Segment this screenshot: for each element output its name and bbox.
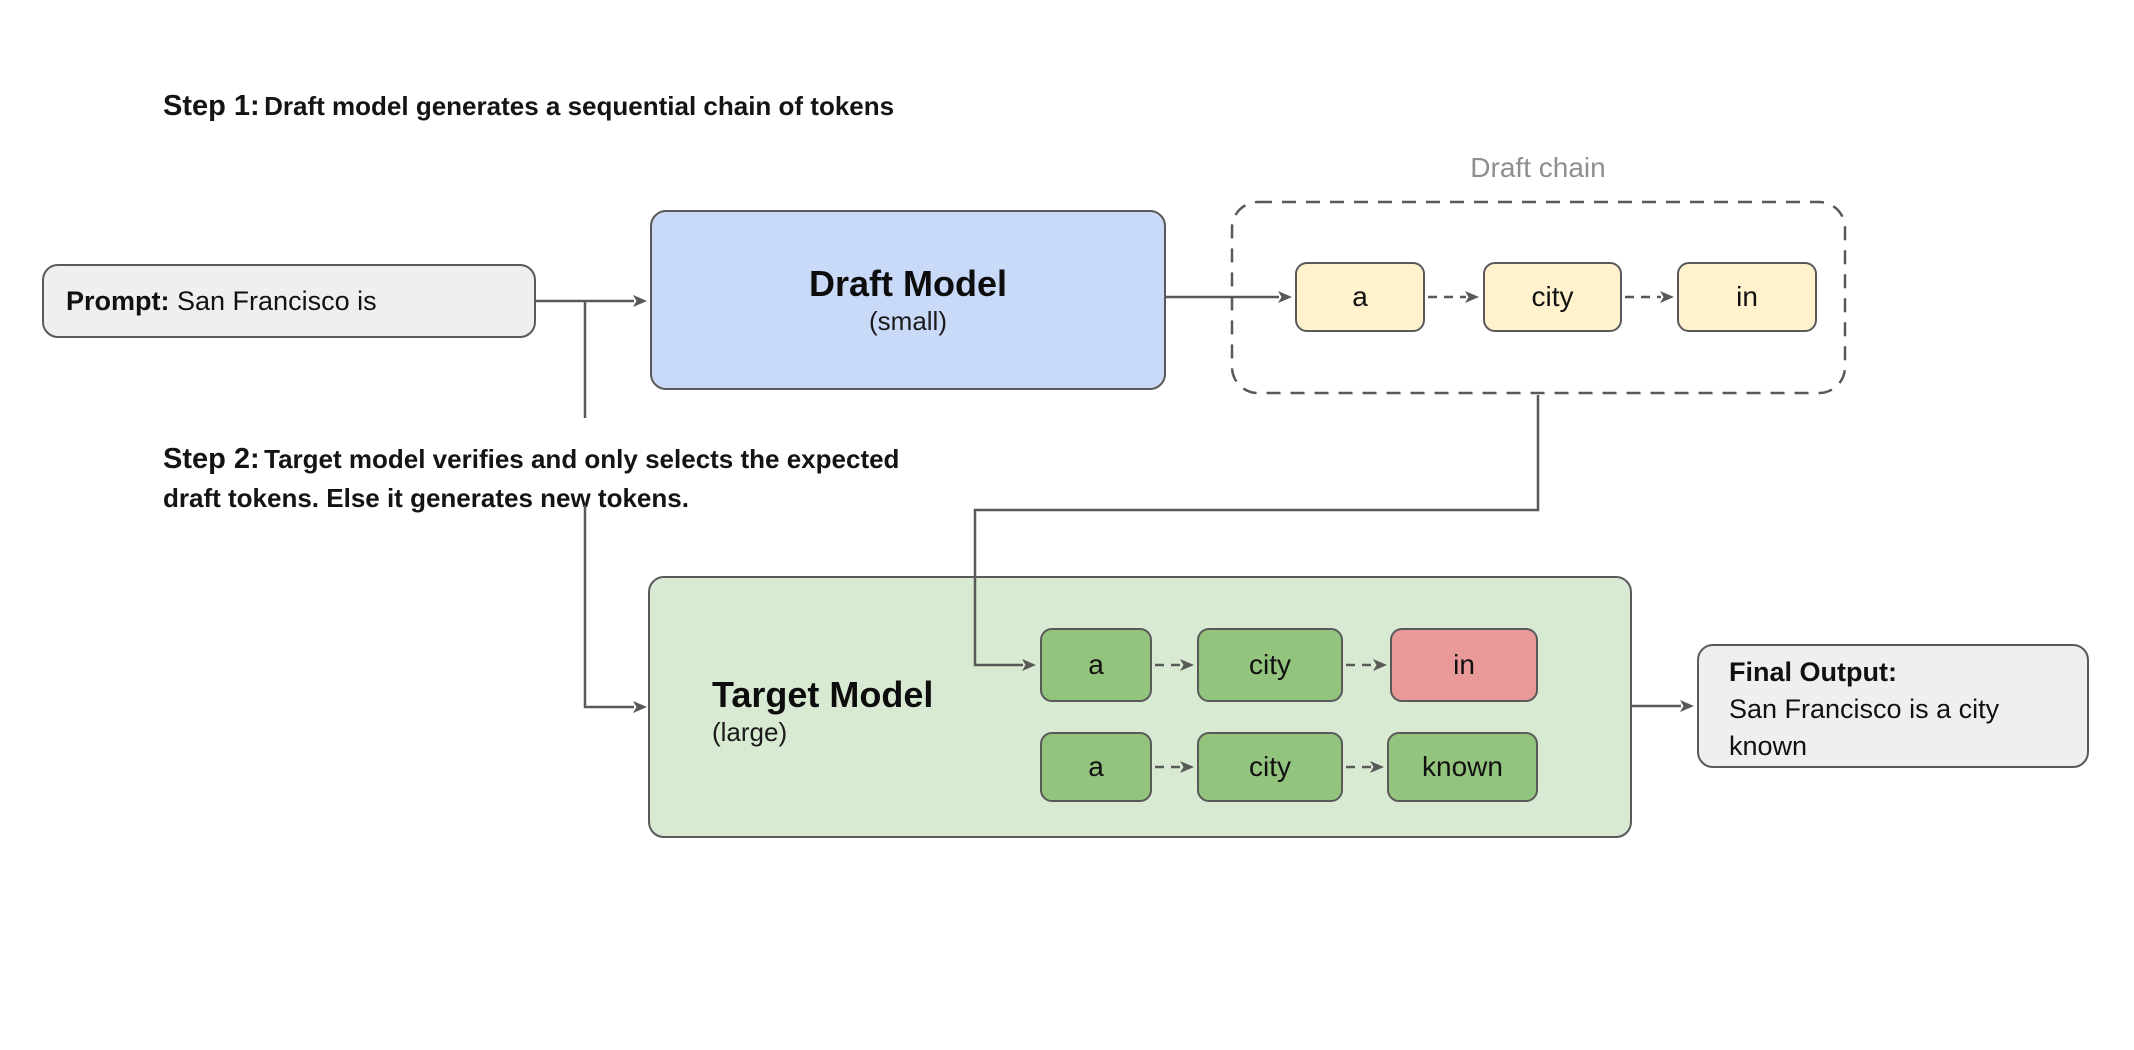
prompt-box-text: Prompt: San Francisco is xyxy=(44,286,534,317)
draft-model-subtitle: (small) xyxy=(869,306,947,336)
step1-label: Step 1: xyxy=(163,90,260,122)
step2-text-line1: Target model verifies and only selects t… xyxy=(264,444,900,474)
prompt-box: Prompt: San Francisco is xyxy=(42,264,536,338)
step2-text-line2: draft tokens. Else it generates new toke… xyxy=(163,483,689,513)
target-token-row1-a: a xyxy=(1040,628,1152,702)
draft-token-city: city xyxy=(1483,262,1622,332)
draft-model-title: Draft Model xyxy=(809,263,1007,304)
target-token-row2-a: a xyxy=(1040,732,1152,802)
prompt-label: Prompt: xyxy=(66,285,170,316)
step2-label: Step 2: xyxy=(163,443,260,475)
arrow-branch-to-target-model xyxy=(583,505,647,713)
step1-heading: Step 1: Draft model generates a sequenti… xyxy=(163,90,894,123)
draft-token-a: a xyxy=(1295,262,1425,332)
final-output-line2: known xyxy=(1729,731,1808,761)
draft-token-in: in xyxy=(1677,262,1817,332)
final-output-box: Final Output: San Francisco is a city kn… xyxy=(1697,644,2089,768)
final-output-line1: San Francisco is a city xyxy=(1729,694,2000,724)
step1-text: Draft model generates a sequential chain… xyxy=(264,91,895,121)
target-model-subtitle: (large) xyxy=(712,717,788,747)
step2-heading: Step 2: Target model verifies and only s… xyxy=(163,442,899,515)
final-output-label: Final Output: xyxy=(1729,657,1897,687)
draft-model-box: Draft Model (small) xyxy=(650,210,1166,390)
step2-line1: Step 2: Target model verifies and only s… xyxy=(163,442,899,481)
target-token-row2-known: known xyxy=(1387,732,1538,802)
target-token-row2-city: city xyxy=(1197,732,1343,802)
target-token-row1-city: city xyxy=(1197,628,1343,702)
prompt-value: San Francisco is xyxy=(177,285,377,316)
target-model-title: Target Model xyxy=(712,674,934,715)
target-model-title-block: Target Model (large) xyxy=(712,674,933,748)
draft-chain-label: Draft chain xyxy=(1470,152,1606,183)
target-token-row1-in-rejected: in xyxy=(1390,628,1538,702)
